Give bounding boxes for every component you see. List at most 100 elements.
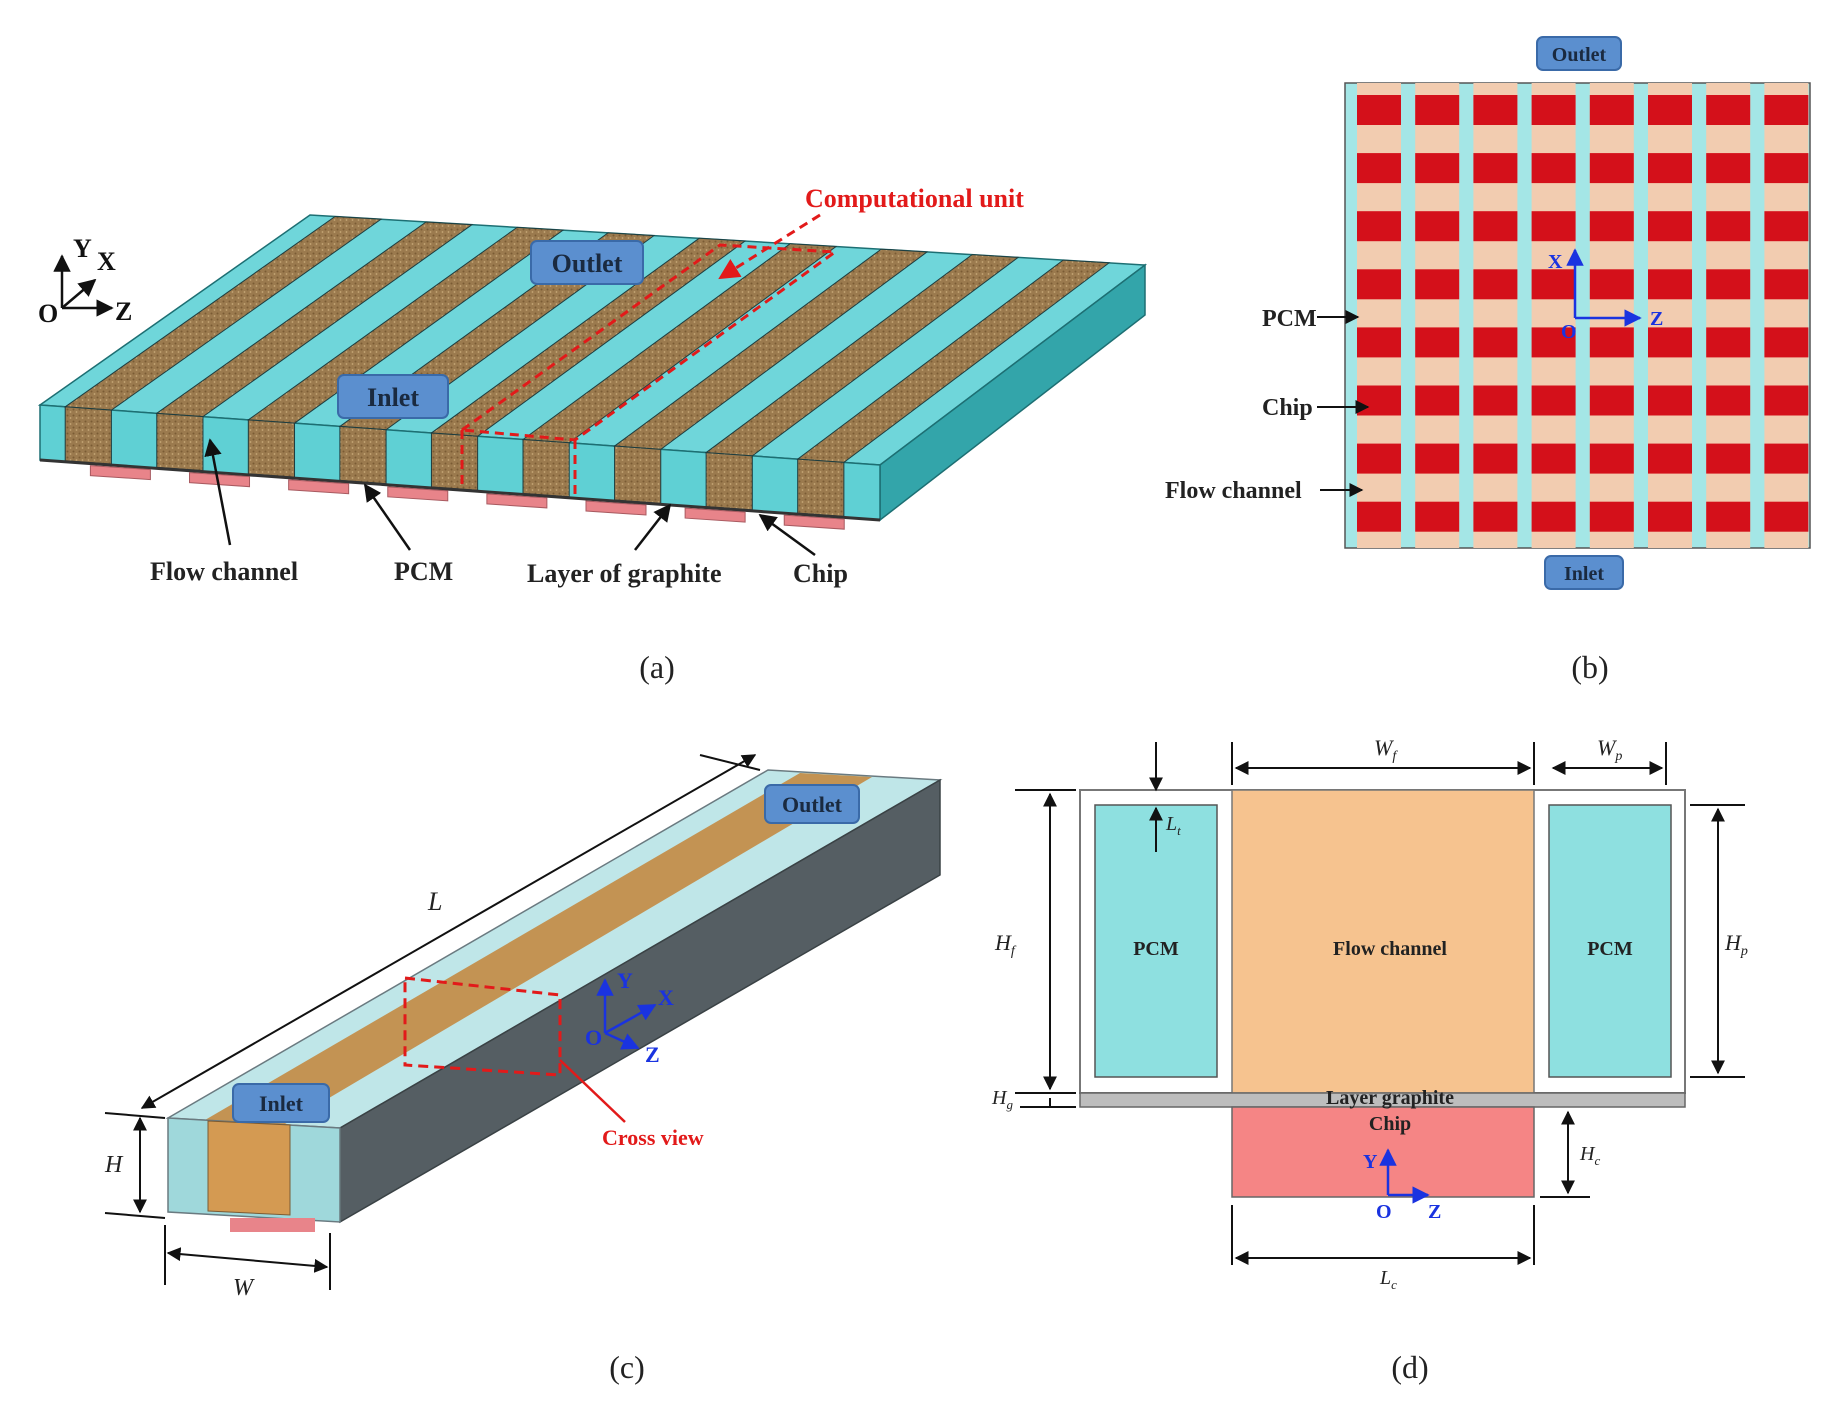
panel-d-Hp-label: Hp (1724, 930, 1748, 959)
panel-b-chip (1589, 385, 1634, 416)
panel-d-caption: (d) (1391, 1349, 1428, 1385)
panel-b-chip (1531, 501, 1576, 532)
panel-b-chip (1706, 443, 1751, 474)
panel-d-pcm-right-label: PCM (1587, 938, 1633, 960)
panel-a-pcm-strip-front (614, 445, 662, 504)
panel-a-flow-channel-label: Flow channel (150, 557, 298, 586)
panel-c-L-tick (699, 754, 761, 771)
panel-b-chip (1706, 501, 1751, 532)
panel-b-chip (1589, 443, 1634, 474)
panel-b-chip (1531, 153, 1576, 184)
panel-b-pcm-column (1473, 83, 1518, 548)
panel-c-caption: (c) (609, 1349, 645, 1385)
panel-a-axis-z: Z (115, 297, 132, 326)
panel-a-pcm-strip-front (705, 452, 753, 511)
panel-a-pcm-strip-front (430, 432, 479, 491)
panel-b-chip (1415, 443, 1460, 474)
panel-c-inlet-label: Inlet (259, 1091, 304, 1116)
panel-a-chips (89, 465, 845, 530)
panel-b-chip (1415, 327, 1460, 358)
panel-b-chip (1764, 385, 1809, 416)
panel-b-chip (1473, 211, 1518, 242)
panel-a-inlet-label: Inlet (367, 383, 419, 412)
panel-a-axis-x: X (97, 247, 116, 276)
panel-a-chip-block (486, 493, 548, 509)
panel-c-L-dim (140, 754, 757, 1109)
panel-c: Cross view Y X O Z L H W Outlet Inlet (c… (104, 754, 943, 1385)
panel-a-axis (53, 254, 114, 317)
panel-b-pcm-column (1415, 83, 1460, 548)
panel-b-chip (1589, 327, 1634, 358)
panel-c-chip (230, 1218, 315, 1232)
panel-a-caption: (a) (639, 649, 675, 685)
panel-b-chip (1415, 501, 1460, 532)
panel-d-pcm-left-label: PCM (1133, 938, 1179, 960)
panel-b-chip (1357, 269, 1401, 300)
panel-c-axis-x: X (658, 985, 674, 1010)
panel-b-outlet-label: Outlet (1552, 44, 1607, 66)
panel-c-axis-z: Z (645, 1042, 660, 1067)
panel-b-chip (1648, 501, 1692, 532)
panel-c-cross-view-label: Cross view (602, 1125, 704, 1150)
panel-c-H-tick-bottom (104, 1212, 166, 1219)
panel-b-chip (1415, 95, 1460, 125)
panel-b-chip (1764, 327, 1809, 358)
panel-d-axis-y: Y (1363, 1151, 1378, 1173)
panel-a-inlet-box (337, 374, 449, 419)
panel-b-chip (1531, 211, 1576, 242)
panel-b-chip (1473, 269, 1518, 300)
panel-d-flow-channel (1231, 789, 1535, 1094)
panel-a-axis-o: O (38, 299, 58, 328)
panel-b-chip (1706, 269, 1751, 300)
panel-b-chip (1357, 443, 1401, 474)
panel-b-chip (1764, 443, 1809, 474)
panel-b-chip (1415, 385, 1460, 416)
panel-b-chip (1415, 269, 1460, 300)
panel-b-pcm-column (1589, 83, 1634, 548)
panel-c-H-tick-top (104, 1112, 166, 1119)
panel-b-chip (1764, 153, 1809, 184)
panel-b-chip (1706, 385, 1751, 416)
panel-a-chip-block (89, 465, 151, 481)
panel-a-chip-block (684, 507, 746, 523)
panel-b-chip (1473, 327, 1518, 358)
panel-b-chip (1764, 95, 1809, 125)
panel-a: Computational unit Outlet Inlet Y X O Z … (37, 184, 1148, 685)
panel-b-chip (1531, 327, 1576, 358)
panel-d-graphite-label: Layer graphite (1326, 1087, 1454, 1109)
panel-a-computational-unit-arrow (718, 213, 821, 280)
panel-d-axis (1379, 1148, 1430, 1204)
panel-c-front-channel (207, 1120, 291, 1216)
panel-a-graphite-label: Layer of graphite (527, 559, 722, 588)
panel-a-graphite-line (39, 458, 881, 522)
panel-b-chip (1589, 501, 1634, 532)
panel-a-outlet-label: Outlet (552, 249, 623, 278)
panel-d-Wp-label: Wp (1597, 735, 1622, 764)
panel-b-chip (1415, 153, 1460, 184)
panel-b-chip (1648, 443, 1692, 474)
panel-b-chip (1415, 211, 1460, 242)
panel-a-outlet-box (530, 240, 644, 285)
panel-b-outlet-box (1536, 36, 1622, 71)
panel-d-Lt-label: Lt (1165, 813, 1181, 838)
panel-d: PCM Flow channel PCM Layer graphite Chip… (991, 735, 1748, 1385)
panel-b-chip (1764, 269, 1809, 300)
panel-b-axis-z: Z (1650, 308, 1663, 330)
panel-b-caption: (b) (1571, 649, 1608, 685)
panel-d-Wf-label: Wf (1374, 735, 1398, 764)
panel-c-outlet-box (764, 784, 860, 824)
panel-b-chip (1706, 211, 1751, 242)
panel-b-inlet-box (1544, 555, 1624, 590)
panel-d-axis-o: O (1376, 1201, 1392, 1223)
panel-b-chip (1589, 153, 1634, 184)
panel-a-chip-block (585, 500, 647, 516)
panel-c-W-dim (166, 1247, 329, 1273)
panel-b-chip (1531, 385, 1576, 416)
panel-c-W-label: W (233, 1275, 255, 1301)
panel-b-pcm-column (1531, 83, 1576, 548)
panel-b-chip (1648, 95, 1692, 125)
panel-a-pcm-strip-front (156, 412, 204, 472)
panel-d-dimensions (1015, 742, 1745, 1265)
panel-a-pcm-strip-front (339, 425, 387, 485)
panel-b-chip (1706, 95, 1751, 125)
